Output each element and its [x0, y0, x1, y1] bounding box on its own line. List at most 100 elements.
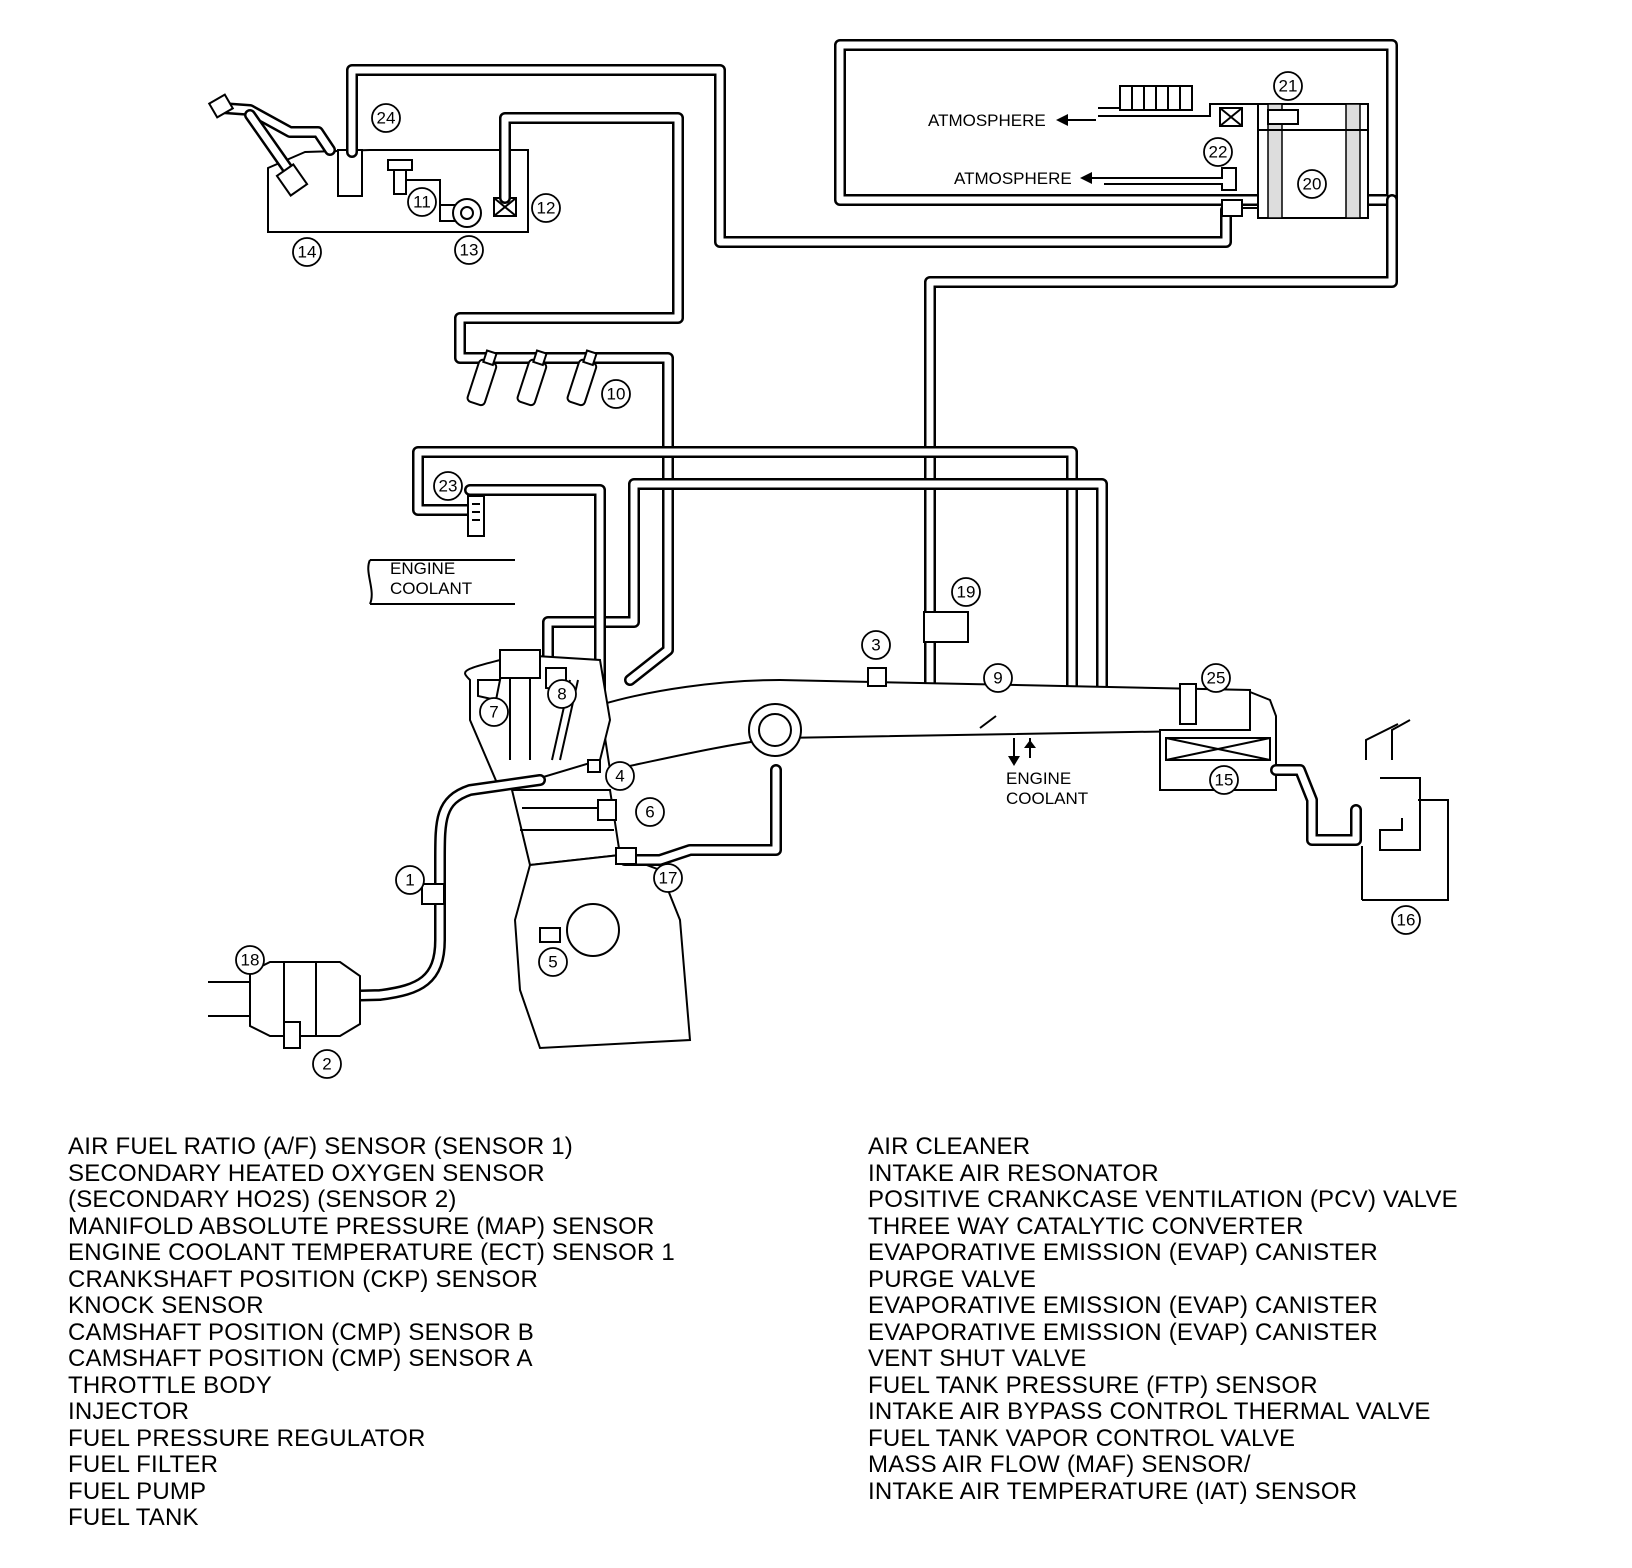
legend-item: FUEL PUMP	[68, 1477, 207, 1505]
callout-19: 19	[951, 577, 981, 607]
callout-17: 17	[653, 863, 683, 893]
callout-16: 16	[1391, 905, 1421, 935]
legend-item: VENT SHUT VALVE	[868, 1345, 1087, 1372]
legend-item: MASS AIR FLOW (MAF) SENSOR/	[868, 1451, 1251, 1478]
fuel-tank-assembly	[207, 93, 529, 233]
callout-1: 1	[395, 865, 425, 895]
engine-system-diagram: ATMOSPHERE ATMOSPHERE ENGINE COOLANT ENG…	[207, 39, 1449, 1079]
legend-item: CAMSHAFT POSITION (CMP) SENSOR B	[68, 1318, 534, 1346]
coolant-label-1: COOLANT	[390, 579, 472, 598]
svg-text:5: 5	[548, 953, 557, 972]
engine-label-2: ENGINE	[1006, 769, 1071, 788]
legend-item: EVAPORATIVE EMISSION (EVAP) CANISTER	[868, 1292, 1378, 1319]
callout-24: 24	[371, 103, 401, 133]
svg-text:23: 23	[439, 477, 458, 496]
legend-item: ENGINE COOLANT TEMPERATURE (ECT) SENSOR …	[68, 1239, 675, 1266]
legend-item: CRANKSHAFT POSITION (CKP) SENSOR	[68, 1265, 539, 1293]
callout-13: 13	[454, 235, 484, 265]
svg-text:14: 14	[298, 243, 317, 262]
callout-11: 11	[407, 187, 437, 217]
callout-18: 18	[235, 945, 265, 975]
callout-8: 8	[547, 679, 577, 709]
legend-item: PURGE VALVE	[868, 1265, 1037, 1293]
callout-20: 20	[1297, 169, 1327, 199]
callout-23: 23	[433, 471, 463, 501]
legend-item: AIR FUEL RATIO (A/F) SENSOR (SENSOR 1)	[68, 1133, 573, 1160]
legend-item: KNOCK SENSOR	[68, 1292, 264, 1319]
svg-text:19: 19	[957, 583, 976, 602]
exhaust-system	[208, 774, 546, 1049]
vapor-lines	[412, 194, 1398, 696]
fuel-filter-cartridge	[337, 149, 363, 197]
evap-canister-assembly	[834, 39, 1398, 219]
svg-text:3: 3	[871, 636, 880, 655]
svg-text:16: 16	[1397, 911, 1416, 930]
callout-5: 5	[538, 947, 568, 977]
callout-3: 3	[861, 630, 891, 660]
svg-text:9: 9	[993, 669, 1002, 688]
ect-sensor-area	[367, 495, 515, 605]
atmosphere-label-2: ATMOSPHERE	[954, 169, 1072, 188]
svg-text:25: 25	[1207, 669, 1226, 688]
callout-4: 4	[605, 761, 635, 791]
legend-item: FUEL TANK VAPOR CONTROL VALVE	[868, 1424, 1296, 1452]
svg-text:8: 8	[557, 685, 566, 704]
callout-2: 2	[312, 1049, 342, 1079]
svg-text:2: 2	[322, 1055, 331, 1074]
legend-item: CAMSHAFT POSITION (CMP) SENSOR A	[68, 1345, 533, 1372]
legend-item: MANIFOLD ABSOLUTE PRESSURE (MAP) SENSOR	[68, 1212, 655, 1240]
pcv-line	[587, 759, 782, 866]
callout-7: 7	[479, 697, 509, 727]
svg-text:20: 20	[1303, 175, 1322, 194]
callout-25: 25	[1201, 663, 1231, 693]
legend-item: (SECONDARY HO2S) (SENSOR 2)	[68, 1186, 457, 1213]
svg-text:4: 4	[615, 767, 624, 786]
legend-item: AIR CLEANER	[868, 1133, 1031, 1160]
fuel-lines	[346, 64, 1232, 686]
callout-12: 12	[531, 193, 561, 223]
svg-text:11: 11	[413, 193, 431, 212]
legend-item: SECONDARY HEATED OXYGEN SENSOR	[68, 1159, 545, 1187]
callout-10: 10	[601, 379, 631, 409]
legend-left-column: AIR FUEL RATIO (A/F) SENSOR (SENSOR 1) S…	[68, 1133, 675, 1532]
callout-14: 14	[292, 237, 322, 267]
coolant-label-2: COOLANT	[1006, 789, 1088, 808]
legend-item: INTAKE AIR RESONATOR	[868, 1159, 1159, 1187]
legend-item: THREE WAY CATALYTIC CONVERTER	[868, 1212, 1304, 1240]
svg-text:7: 7	[489, 703, 498, 722]
legend-item: FUEL FILTER	[68, 1451, 219, 1478]
legend-item: FUEL TANK	[68, 1504, 199, 1531]
legend-item: INTAKE AIR TEMPERATURE (IAT) SENSOR	[868, 1477, 1358, 1505]
svg-text:21: 21	[1279, 77, 1298, 96]
legend-item: EVAPORATIVE EMISSION (EVAP) CANISTER	[868, 1318, 1378, 1346]
legend-item: INJECTOR	[68, 1398, 190, 1425]
engine-label-1: ENGINE	[390, 559, 455, 578]
svg-text:18: 18	[241, 951, 260, 970]
crankshaft-reluctor	[566, 903, 620, 957]
air-cleaner-area	[1159, 690, 1449, 901]
legend-item: FUEL TANK PRESSURE (FTP) SENSOR	[868, 1371, 1318, 1399]
callout-9: 9	[983, 663, 1013, 693]
callout-21: 21	[1273, 71, 1303, 101]
legend-item: FUEL PRESSURE REGULATOR	[68, 1424, 426, 1452]
legend-item: EVAPORATIVE EMISSION (EVAP) CANISTER	[868, 1239, 1378, 1266]
svg-text:17: 17	[659, 869, 678, 888]
callout-6: 6	[635, 797, 665, 827]
svg-text:13: 13	[460, 241, 479, 260]
callout-22: 22	[1203, 137, 1233, 167]
callout-15: 15	[1209, 765, 1239, 795]
svg-text:15: 15	[1215, 771, 1234, 790]
legend-item: INTAKE AIR BYPASS CONTROL THERMAL VALVE	[868, 1398, 1431, 1425]
svg-text:10: 10	[607, 385, 626, 404]
svg-text:6: 6	[645, 803, 654, 822]
legend-item: POSITIVE CRANKCASE VENTILATION (PCV) VAL…	[868, 1186, 1458, 1213]
svg-text:12: 12	[537, 199, 556, 218]
injectors	[466, 349, 598, 407]
legend-item: THROTTLE BODY	[68, 1371, 272, 1399]
svg-text:22: 22	[1209, 143, 1228, 162]
svg-text:24: 24	[377, 109, 396, 128]
intake-duct	[598, 611, 1251, 772]
legend-right-column: AIR CLEANER INTAKE AIR RESONATOR POSITIV…	[868, 1133, 1458, 1505]
svg-text:1: 1	[405, 871, 414, 890]
atmosphere-label-1: ATMOSPHERE	[928, 111, 1046, 130]
